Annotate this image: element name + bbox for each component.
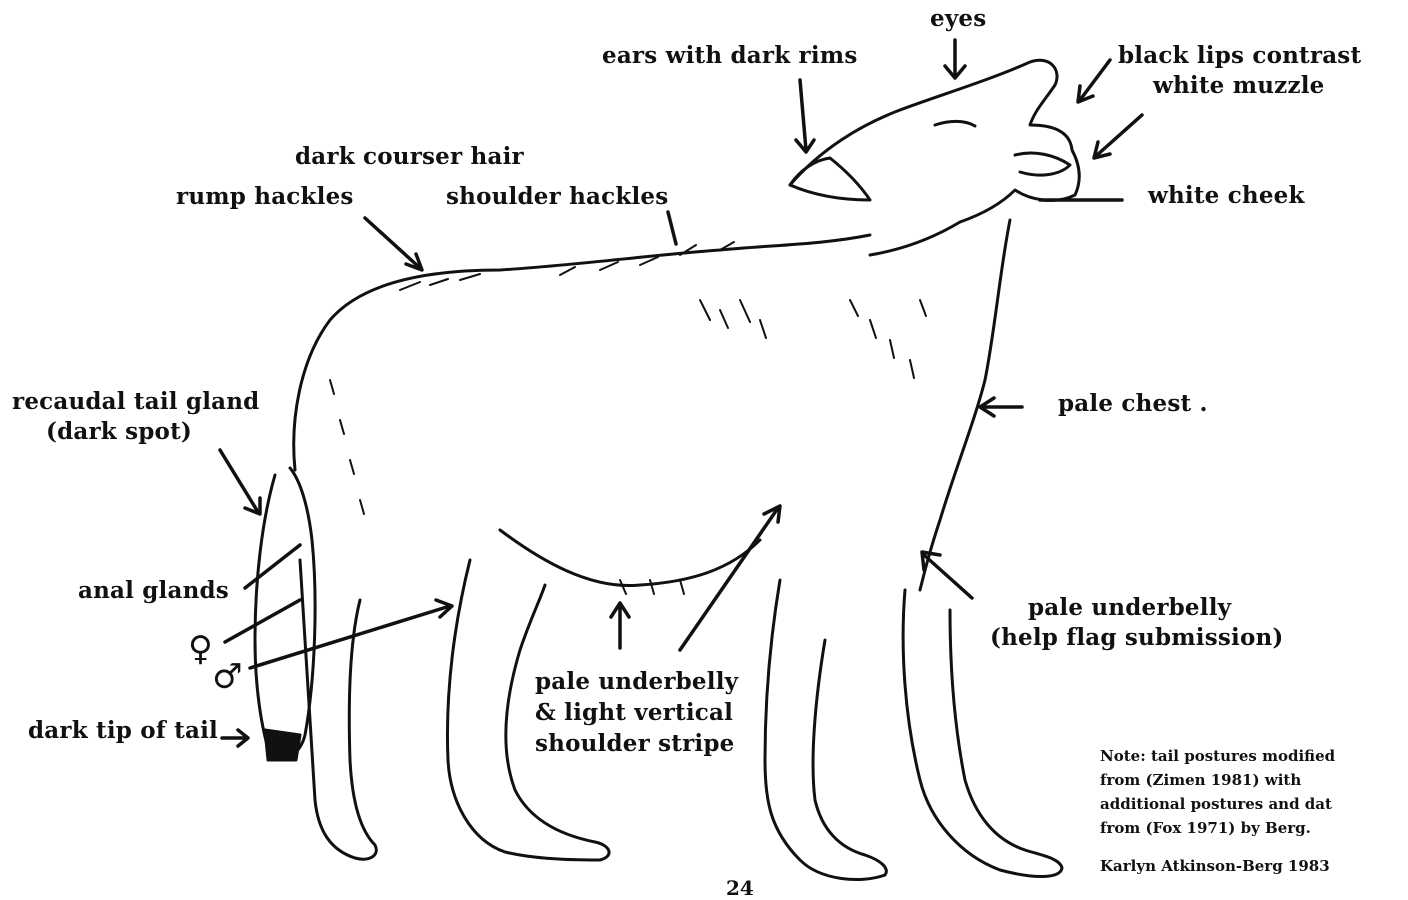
note-line-1: Note: tail postures modified	[1100, 744, 1406, 768]
label-underbelly-stripe-line3: shoulder stripe	[535, 730, 734, 758]
page-number: 24	[726, 876, 754, 900]
wolf-hind-leg-left	[300, 560, 376, 859]
note-block: Note: tail postures modified from (Zimen…	[1100, 744, 1406, 878]
label-eyes: eyes	[930, 5, 986, 33]
fur-strokes	[330, 242, 926, 594]
label-shoulder-hackles: shoulder hackles	[446, 183, 668, 211]
label-anal-glands: anal glands	[78, 577, 229, 605]
label-black-lips-line2: white muzzle	[1153, 72, 1324, 100]
note-credit: Karlyn Atkinson-Berg 1983	[1100, 854, 1406, 878]
male-symbol: ♂	[212, 660, 242, 694]
wolf-jaw	[1015, 153, 1070, 175]
label-ears-with-dark-rims: ears with dark rims	[602, 42, 858, 70]
label-dark-tip-of-tail: dark tip of tail	[28, 717, 218, 745]
wolf-back	[294, 235, 870, 470]
note-line-2: from (Zimen 1981) with	[1100, 768, 1406, 792]
note-line-3: additional postures and dat	[1100, 792, 1406, 816]
note-line-4: from (Fox 1971) by Berg.	[1100, 816, 1406, 840]
label-underbelly-stripe-line1: pale underbelly	[535, 668, 738, 696]
label-black-lips-line1: black lips contrast	[1118, 42, 1361, 70]
label-rump-hackles: rump hackles	[176, 183, 354, 211]
wolf-foreleg-left	[765, 580, 886, 880]
label-underbelly-stripe-line2: & light vertical	[535, 699, 733, 727]
label-precaudal-gland-line1: recaudal tail gland	[12, 388, 259, 416]
wolf-eye	[935, 121, 975, 126]
label-dark-courser-hair: dark courser hair	[295, 143, 524, 171]
label-white-cheek: white cheek	[1148, 182, 1305, 210]
wolf-tail-tip	[265, 730, 300, 760]
label-pale-chest: pale chest .	[1058, 390, 1208, 418]
female-symbol: ♀	[188, 632, 213, 666]
wolf-ear	[790, 158, 870, 200]
label-underbelly-flag-line1: pale underbelly	[1028, 594, 1231, 622]
label-underbelly-flag-line2: (help flag submission)	[990, 624, 1284, 652]
wolf-tail	[255, 468, 315, 758]
label-precaudal-gland-line2: (dark spot)	[46, 418, 192, 446]
wolf-chest	[920, 220, 1010, 590]
wolf-head-outline	[790, 60, 1079, 255]
wolf-belly	[500, 530, 760, 586]
